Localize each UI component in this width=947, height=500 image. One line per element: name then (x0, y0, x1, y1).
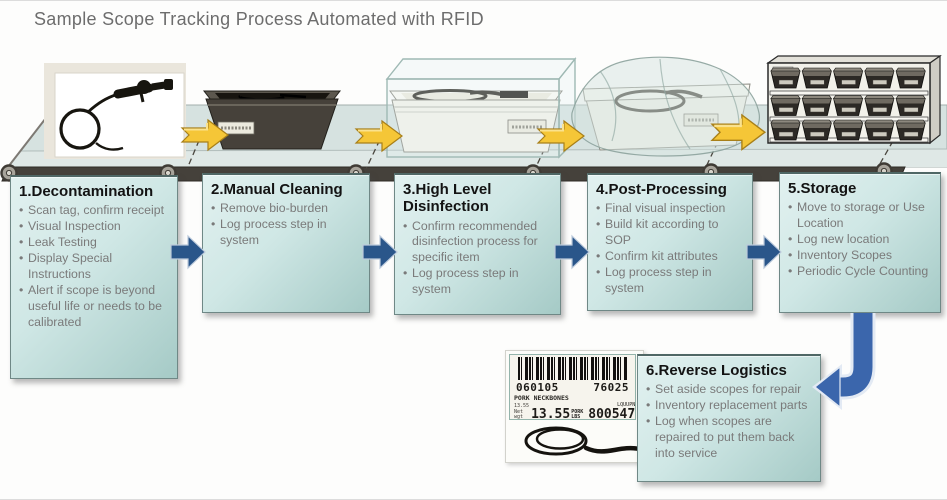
step-title: 6.Reverse Logistics (646, 362, 812, 379)
step-box-decontamination: 1.Decontamination Scan tag, confirm rece… (10, 175, 178, 379)
bullet-item: Alert if scope is beyond useful life or … (19, 283, 171, 331)
step-box-reverse-logistics: 6.Reverse Logistics Set aside scopes for… (637, 354, 821, 482)
endoscope-photo (44, 63, 186, 159)
barcode-label-photo: 060105 76025 PORK NECKBONES 13.55 Net wg… (505, 350, 644, 463)
bullet-item: Move to storage or Use Location (788, 200, 934, 232)
bullet-item: Inventory replacement parts (646, 398, 814, 414)
step-title: 1.Decontamination (19, 183, 169, 200)
label-code-right: 76025 (593, 381, 629, 394)
soiled-tray (204, 91, 340, 149)
label-code-left: 060105 (516, 381, 559, 394)
step-title: 3.High Level Disinfection (403, 181, 552, 216)
bullet-item: Build kit according to SOP (596, 217, 746, 249)
step-bullet-list: Scan tag, confirm receiptVisual Inspecti… (19, 203, 171, 331)
bullet-item: Confirm recommended disinfection process… (403, 219, 554, 267)
bullet-item: Log process step in system (211, 217, 363, 249)
step-title: 2.Manual Cleaning (211, 181, 361, 198)
plastic-cover (572, 57, 760, 156)
step-title: 4.Post-Processing (596, 181, 744, 198)
bullet-item: Confirm kit attributes (596, 249, 746, 265)
bullet-item: Visual Inspection (19, 219, 171, 235)
bullet-item: Remove bio-burden (211, 201, 363, 217)
bullet-item: Log process step in system (596, 265, 746, 297)
rack-bins (771, 68, 925, 140)
storage-rack (768, 56, 940, 143)
scope-cable-icon (506, 419, 643, 462)
bullet-item: Log process step in system (403, 266, 554, 298)
bullet-item: Log new location (788, 232, 934, 248)
bullet-item: Set aside scopes for repair (646, 382, 814, 398)
bullet-item: Scan tag, confirm receipt (19, 203, 171, 219)
step-bullet-list: Final visual inspectionBuild kit accordi… (596, 201, 746, 297)
step-title: 5.Storage (788, 180, 932, 197)
step-box-manual-cleaning: 2.Manual Cleaning Remove bio-burdenLog p… (202, 173, 370, 313)
step-bullet-list: Remove bio-burdenLog process step in sys… (211, 201, 363, 249)
bullet-item: Periodic Cycle Counting (788, 264, 934, 280)
barcode-label: 060105 76025 PORK NECKBONES 13.55 Net wg… (509, 354, 636, 420)
step-box-post-processing: 4.Post-Processing Final visual inspectio… (587, 173, 753, 311)
bullet-item: Final visual inspection (596, 201, 746, 217)
bullet-item: Leak Testing (19, 235, 171, 251)
wrapped-tray (572, 57, 760, 156)
label-product: PORK NECKBONES (510, 394, 635, 402)
step-box-high-level-disinfection: 3.High Level Disinfection Confirm recomm… (394, 173, 561, 315)
step-bullet-list: Confirm recommended disinfection process… (403, 219, 554, 299)
bullet-item: Log when scopes are repaired to put them… (646, 414, 814, 462)
bullet-item: Inventory Scopes (788, 248, 934, 264)
step-box-storage: 5.Storage Move to storage or Use Locatio… (779, 172, 941, 313)
barcode-icon (518, 357, 627, 380)
step-bullet-list: Set aside scopes for repairInventory rep… (646, 382, 814, 462)
step-bullet-list: Move to storage or Use LocationLog new l… (788, 200, 934, 280)
bullet-item: Display Special Instructions (19, 251, 171, 283)
